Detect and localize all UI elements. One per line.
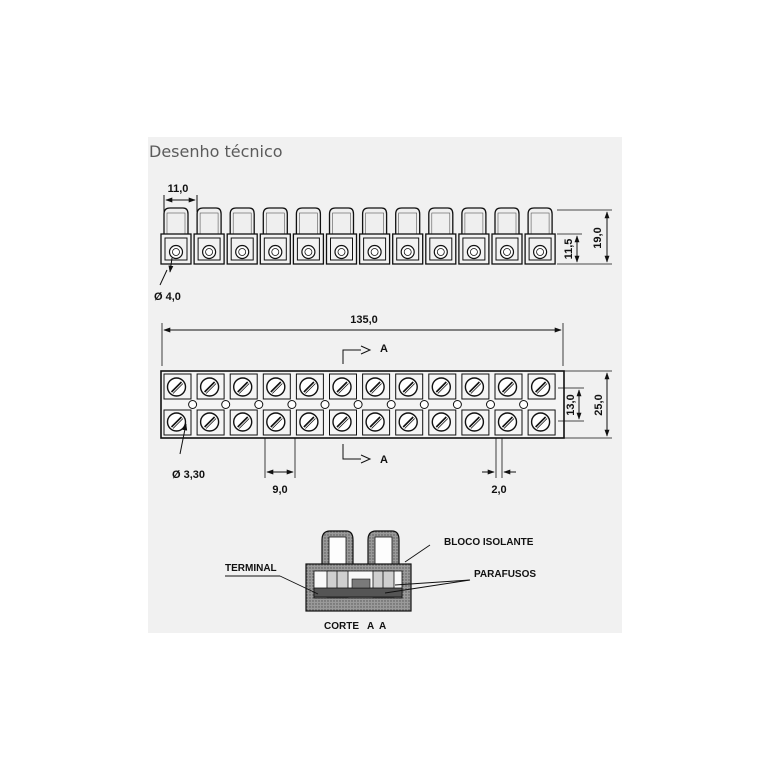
bloco-isolante-label: BLOCO ISOLANTE [444,537,534,548]
terminal-hole [168,244,184,260]
gap-label: 2,0 [491,484,506,496]
plan-terminal [262,373,297,436]
mount-hole [188,400,198,409]
screw-head [232,412,253,432]
front-terminal [325,207,358,265]
terminal-hole [334,244,349,260]
terminal-row-front [160,207,556,265]
body-height-label: 11,5 [563,239,575,260]
front-terminal [292,207,325,265]
plan-terminal [196,373,231,436]
terminal-hole [202,244,217,260]
mount-hole-label: Ø 3,30 [172,469,205,481]
screw-head [299,412,319,432]
plan-terminal [428,373,462,436]
front-terminal [524,207,556,265]
total-width-label: 25,0 [593,394,605,415]
section-title: CORTE A A [324,621,386,632]
screw-head [166,412,187,432]
section-marker-top: A [380,343,388,355]
mount-hole [386,400,396,409]
front-terminal [392,207,424,265]
length-dimension-label: 135,0 [350,314,378,326]
screw-head [299,377,319,397]
screw-head [266,412,286,432]
front-terminal [226,207,258,265]
inner-height-label: 13,0 [565,394,577,415]
screw-head [431,412,451,432]
plan-terminal [229,373,264,436]
plan-terminal [494,373,529,436]
front-view: 11,0 Ø 4,0 11,5 19,0 [154,183,612,303]
page-title: Desenho técnico [149,142,283,161]
screw-head [266,377,286,397]
terminal-hole [466,244,481,260]
screw-head [166,377,187,397]
mount-hole [221,400,231,409]
screw-head [199,377,220,397]
screw-head [398,412,418,432]
screw-pitch-label: 9,0 [272,484,287,496]
plan-terminal [163,373,198,436]
front-terminal [193,207,225,265]
screw-head [431,377,451,397]
parafusos-label: PARAFUSOS [474,569,536,580]
terminal-hole [235,244,250,260]
screw-head [332,412,352,432]
terminal-hole [400,244,415,260]
screw-head [497,412,518,432]
total-height-label: 19,0 [592,227,604,248]
mount-hole [320,400,330,409]
front-terminal [160,207,192,265]
terminal-hole [433,244,448,260]
plan-terminal [395,373,429,436]
screw-head [365,377,385,397]
screw-head [464,412,485,432]
mount-hole [519,400,529,409]
mount-hole [287,400,297,409]
plan-terminal [329,373,363,436]
front-terminal [358,207,391,265]
screw-head [530,412,551,432]
mount-hole [452,400,462,409]
terminal-hole [301,244,316,260]
mount-hole [353,400,363,409]
screw-head [199,412,220,432]
pitch-dimension-label: 11,0 [168,183,189,195]
mount-hole [254,400,264,409]
screw-head [530,377,551,397]
terminal-hole [367,244,382,260]
terminal-hole [499,244,515,260]
plan-view: 135,0 A A Ø 3,30 9,0 2,0 13,0 25,0 [160,314,612,496]
plan-terminal [527,373,556,436]
screw-head [232,377,253,397]
terminal-hole [532,244,548,260]
terminal-label: TERMINAL [225,563,277,574]
section-view: BLOCO ISOLANTE TERMINAL PARAFUSOS CORTE … [225,530,536,632]
screw-head [464,377,485,397]
screw-head [398,377,418,397]
mount-hole [419,400,429,409]
screw-head [497,377,518,397]
hole-diameter-label: Ø 4,0 [154,291,181,303]
terminal-row-plan [163,373,556,436]
plan-terminal [295,373,330,436]
front-terminal [425,207,457,265]
front-terminal [458,207,490,265]
terminal-hole [268,244,283,260]
plan-terminal [461,373,495,436]
mount-hole [486,400,495,409]
front-terminal [259,207,291,265]
section-marker-bottom: A [380,454,388,466]
front-terminal [491,207,523,265]
screw-head [332,377,352,397]
plan-terminal [362,373,396,436]
screw-head [365,412,385,432]
